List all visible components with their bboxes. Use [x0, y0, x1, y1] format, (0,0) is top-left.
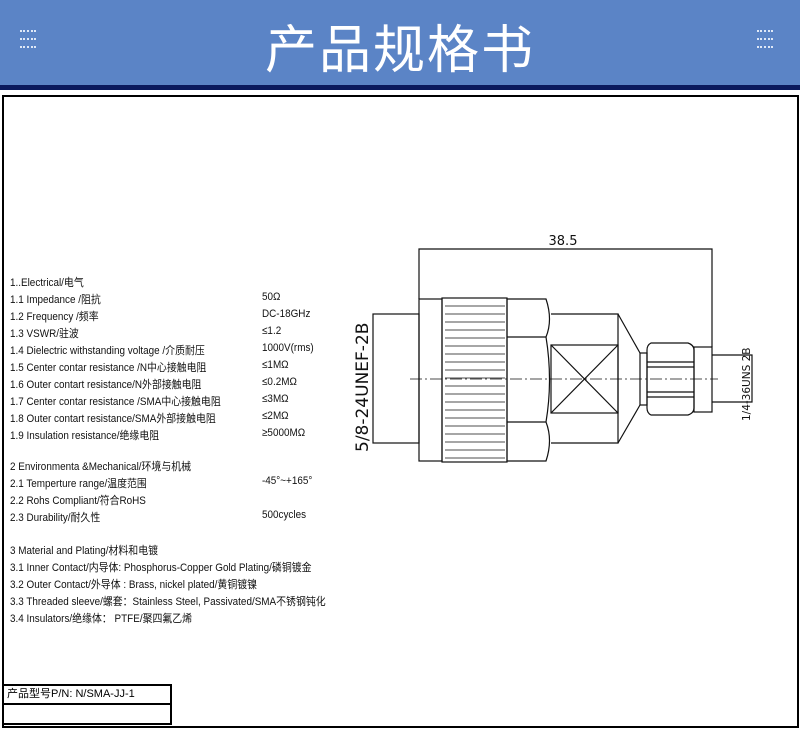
spec-label: 1.4 Dielectric withstanding voltage /介质耐…	[10, 345, 205, 357]
knurled-nut	[441, 297, 508, 463]
spec-value: 50Ω	[262, 291, 281, 303]
part-number: 产品型号P/N: N/SMA-JJ-1	[2, 686, 170, 705]
sma-rear	[693, 346, 713, 413]
taper	[617, 313, 641, 444]
decorative-dots-right	[757, 30, 773, 54]
spec-label: 1.2 Frequency /频率	[10, 311, 99, 323]
spec-value: ≥5000MΩ	[262, 427, 306, 439]
sma-hex	[646, 342, 695, 416]
material-row: 3.3 Threaded sleeve/螺套：Stainless Steel, …	[10, 596, 326, 608]
page-title: 产品规格书	[264, 22, 535, 80]
spec-label: 2.3 Durability/耐久性	[10, 512, 101, 524]
spec-value: 1000V(rms)	[262, 342, 314, 354]
section-heading-environmental: 2 Environmenta &Mechanical/环境与机械	[10, 461, 192, 473]
hex-section	[506, 298, 551, 462]
dimension-line	[418, 248, 713, 347]
spec-value: ≤1.2	[262, 325, 282, 337]
spec-value: DC-18GHz	[262, 308, 311, 320]
spec-value: ≤2MΩ	[262, 410, 289, 422]
spec-label: 1.9 Insulation resistance/绝缘电阻	[10, 430, 160, 442]
section-heading-electrical: 1..Electrical/电气	[10, 277, 84, 289]
spec-value: -45°~+165°	[262, 475, 313, 487]
material-row: 3.2 Outer Contact/外导体 : Brass, nickel pl…	[10, 579, 258, 591]
section-heading-material: 3 Material and Plating/材料和电镀	[10, 545, 159, 557]
spec-sheet-frame	[2, 95, 799, 728]
spec-label: 1.8 Outer contart resistance/SMA外部接触电阻	[10, 413, 216, 425]
decorative-dots-left	[20, 30, 36, 54]
spec-label: 2.1 Temperture range/温度范围	[10, 478, 147, 490]
rear-body	[372, 313, 420, 444]
sma-pin	[712, 354, 753, 403]
left-thread-label: 5/8-24UNEF-2B	[353, 323, 373, 452]
spec-value: 500cycles	[262, 509, 307, 521]
material-row: 3.4 Insulators/绝缘体： PTFE/聚四氟乙烯	[10, 613, 193, 625]
header-banner	[0, 0, 800, 85]
length-dimension: 38.5	[549, 234, 578, 249]
spec-label: 2.2 Rohs Compliant/符合RoHS	[10, 495, 146, 507]
header-divider	[0, 85, 800, 90]
spec-label: 1.7 Center contar resistance /SMA中心接触电阻	[10, 396, 221, 408]
spec-label: 1.1 Impedance /阻抗	[10, 294, 101, 306]
part-number-box: 产品型号P/N: N/SMA-JJ-1	[2, 684, 172, 725]
spec-value: ≤0.2MΩ	[262, 376, 297, 388]
spec-value: ≤3MΩ	[262, 393, 289, 405]
flange	[418, 298, 443, 462]
spec-label: 1.5 Center contar resistance /N中心接触电阻	[10, 362, 207, 374]
body-section	[550, 313, 619, 444]
right-thread-label: 1/4-36UNS 2B	[741, 348, 753, 421]
spec-value: ≤1MΩ	[262, 359, 289, 371]
material-row: 3.1 Inner Contact/内导体: Phosphorus-Copper…	[10, 562, 312, 574]
spec-label: 1.3 VSWR/驻波	[10, 328, 79, 340]
spec-label: 1.6 Outer contart resistance/N外部接触电阻	[10, 379, 202, 391]
